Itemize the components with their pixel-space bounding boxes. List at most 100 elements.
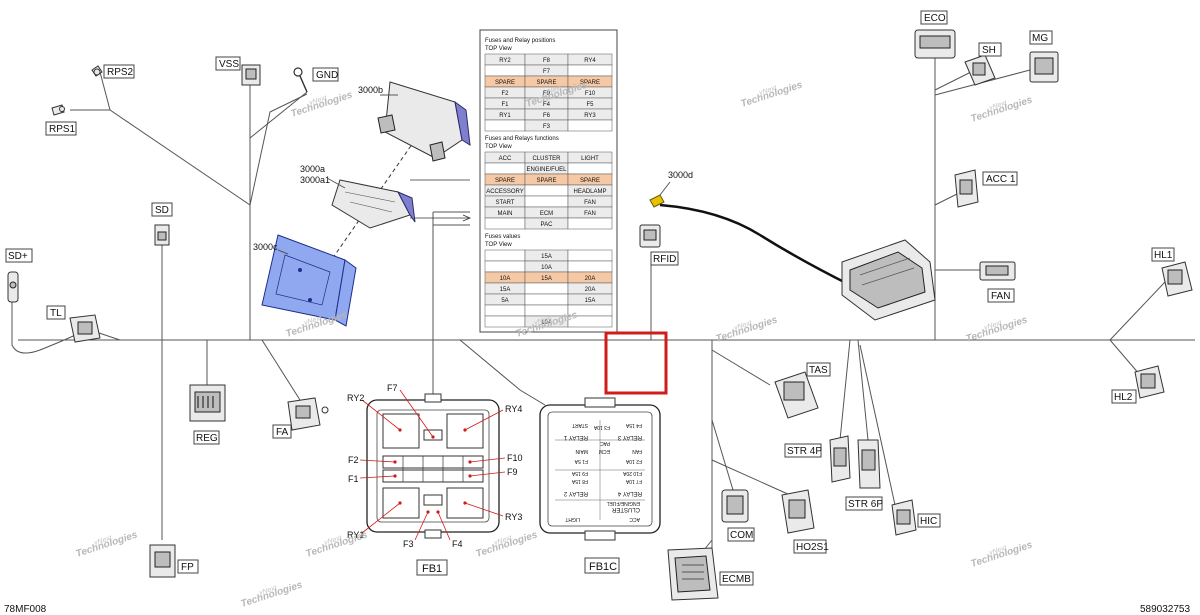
fb1-f2-label: F2 — [348, 455, 359, 465]
fuse-cell — [484, 260, 526, 273]
fuse-cell — [524, 293, 569, 306]
mg-label-box — [1029, 30, 1053, 45]
hl2-connector — [1134, 365, 1165, 399]
str4p-connector — [829, 435, 851, 483]
fb1c-f4: F4 15A — [625, 422, 642, 428]
tas-label: TAS — [809, 365, 828, 376]
fuse-cell-text: ECM — [540, 211, 553, 217]
watermark-line2: Technologies — [970, 539, 1035, 569]
tl-label-box — [46, 305, 66, 320]
watermark-line2: Technologies — [475, 529, 540, 559]
fuse-table-title-3: Fuses values — [485, 234, 520, 240]
fuse-cell-text: SPARE — [537, 178, 557, 184]
fb1-label: FB1 — [422, 563, 442, 575]
fb1c-r1: F7 10A — [625, 478, 642, 484]
fb1c-main: MAIN — [575, 448, 588, 454]
callout-3000b: 3000b — [358, 85, 383, 95]
watermark-line2: Technologies — [305, 529, 370, 559]
fb1c-relay4: RELAY 4 — [617, 490, 642, 496]
watermark-line2: Technologies — [290, 89, 355, 119]
fan-label-box — [987, 288, 1015, 303]
fb1c-r4: F9 15A — [571, 470, 588, 476]
sh-label: SH — [982, 45, 996, 56]
fuse-cell-text: ACCESSORY — [486, 189, 524, 195]
rps2-label: RPS2 — [107, 67, 134, 78]
fb1c-label: FB1C — [589, 561, 617, 573]
fuse-table-view-1: TOP View — [485, 46, 512, 52]
fuse-cell-text: 5A — [501, 298, 508, 304]
fuse-cell-text: LIGHT — [581, 156, 599, 162]
fb1c-start: START — [572, 422, 588, 428]
com-connector — [721, 489, 749, 523]
mounting-bracket-3000c — [261, 234, 357, 327]
fuse-cell — [567, 162, 613, 175]
rps2-connector — [91, 65, 103, 77]
fb1-ry1-label: RY1 — [347, 530, 364, 540]
fb1-fuse-box — [359, 389, 506, 541]
rfid-label: RFID — [653, 254, 676, 265]
reg-label: REG — [196, 433, 218, 444]
fuse-cell-text: MAIN — [498, 211, 513, 217]
sd-plus-label-box — [5, 248, 33, 263]
callout-3000c: 3000c — [253, 242, 278, 252]
fp-label-box — [177, 559, 199, 574]
fb1c-fuel: ENGINE/FUEL — [606, 500, 640, 506]
fuse-cell-text: CLUSTER — [532, 156, 561, 162]
fuse-cell — [484, 119, 526, 132]
fuse-table-title-1: Fuses and Relay positions — [485, 38, 555, 44]
hl1-label-box — [1151, 247, 1175, 262]
fuse-cell-text: 10A — [541, 320, 552, 326]
fuse-table-title-2: Fuses and Relays functions — [485, 136, 559, 142]
fuse-cell-text: RY3 — [584, 113, 596, 119]
com-label-box — [727, 527, 755, 542]
hl2-label: HL2 — [1114, 392, 1133, 403]
fuse-cell-text: F1 — [501, 102, 509, 108]
fuse-cell-text: 15A — [541, 254, 552, 260]
fuse-cell-text: RY1 — [499, 113, 511, 119]
footer-right: 589032753 — [1140, 604, 1190, 615]
fuse-cell-text: ACC — [499, 156, 512, 162]
str6p-connector — [857, 439, 881, 489]
fa-label: FA — [276, 427, 289, 438]
fb1-ry4-label: RY4 — [505, 404, 522, 414]
fan-label: FAN — [991, 291, 1010, 302]
vss-label: VSS — [219, 59, 239, 70]
str4p-label-box — [784, 443, 822, 458]
fuse-cell — [524, 184, 569, 197]
gnd-label-box — [312, 67, 339, 82]
sd-plus-label: SD+ — [8, 251, 28, 262]
tas-connector — [774, 371, 819, 419]
mg-connector — [1029, 51, 1059, 83]
fuse-cell-text: F3 — [543, 124, 551, 130]
acc1-label-box — [982, 171, 1018, 186]
fuse-cell-text: 10A — [541, 265, 552, 271]
fuse-cell-text: SPARE — [580, 80, 600, 86]
fb1-f4-label: F4 — [452, 539, 463, 549]
sd-label: SD — [155, 205, 169, 216]
vss-connector — [241, 64, 261, 86]
fuse-cell-text: F2 — [501, 91, 509, 97]
fuse-cell-text: F9 — [543, 91, 551, 97]
fb1-label-box — [416, 559, 448, 576]
str4p-label: STR 4P — [787, 446, 822, 457]
fuse-cell-text: 10A — [500, 276, 511, 282]
rps1-label-box — [45, 121, 77, 136]
fuse-cell — [524, 195, 569, 208]
ecmb-connector — [667, 547, 719, 601]
fuse-cell-text: PAC — [541, 222, 554, 228]
fb1c-r6: F1 5A — [574, 458, 588, 464]
fb1c-relay1: RELAY 1 — [563, 434, 588, 440]
ecmb-label-box — [719, 571, 754, 586]
rps2-label-box — [103, 64, 135, 79]
reg-connector — [189, 384, 226, 422]
fuse-cell-text: FAN — [584, 200, 596, 206]
fuse-cell-text: SPARE — [495, 178, 515, 184]
ho2s1-label-box — [793, 539, 827, 554]
reg-label-box — [193, 430, 220, 445]
fuse-cell — [484, 217, 526, 230]
watermark-line2: Technologies — [740, 79, 805, 109]
fuse-table-view-2: TOP View — [485, 144, 512, 150]
fuse-cell-text: F6 — [543, 113, 551, 119]
